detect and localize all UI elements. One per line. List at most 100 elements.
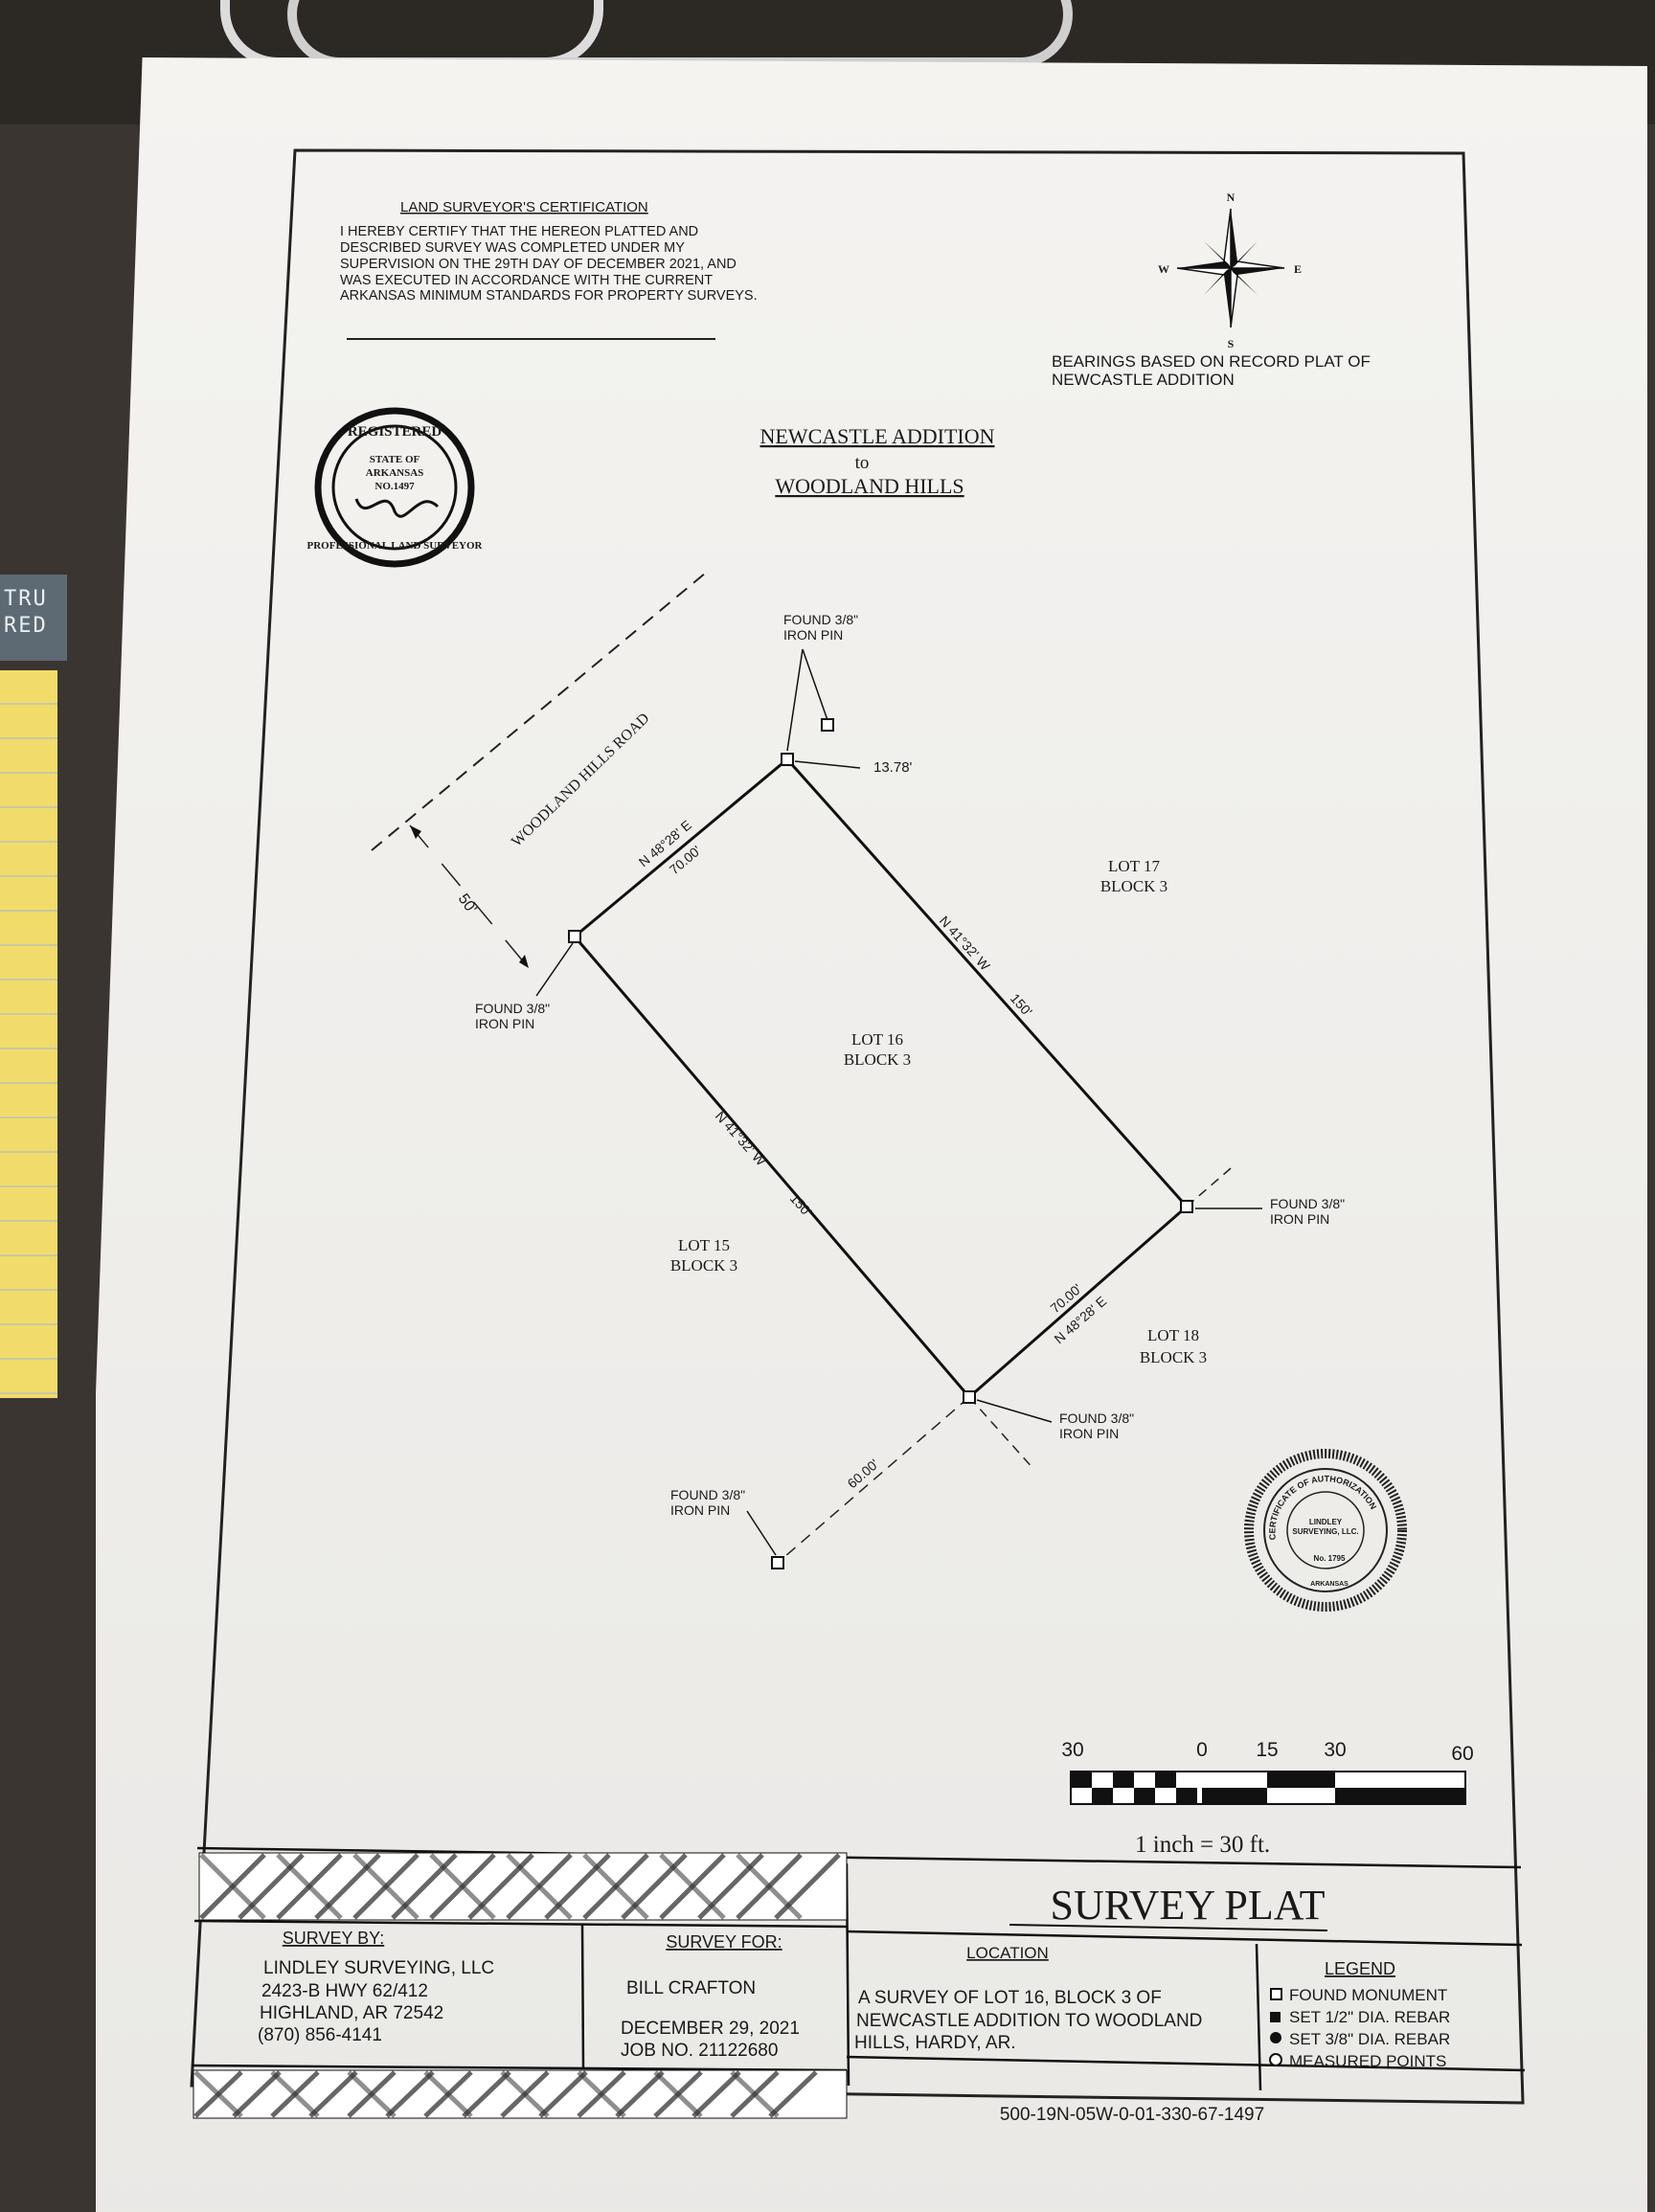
location-line: NEWCASTLE ADDITION TO WOODLAND	[856, 2011, 1202, 2031]
seal-signature	[354, 498, 440, 518]
tie-line	[777, 1396, 970, 1564]
certification-line: WAS EXECUTED IN ACCORDANCE WITH THE CURR…	[340, 273, 713, 288]
set-rebar-3-8-icon	[1270, 2032, 1281, 2043]
seal-text: STATE OF	[370, 454, 420, 465]
survey-plat-title: SURVEY PLAT	[1051, 1882, 1326, 1929]
survey-by-heading: SURVEY BY:	[283, 1929, 384, 1948]
seal-name: LINDLEY	[1309, 1518, 1343, 1526]
seal-name: SURVEYING, LLC.	[1292, 1527, 1358, 1536]
lot17-label: BLOCK 3	[1100, 877, 1168, 895]
lower-pin-callout: FOUND 3/8" IRON PIN	[670, 1487, 777, 1556]
hatch-band	[193, 2069, 848, 2119]
compass-w: W	[1158, 262, 1169, 276]
plat-title-line2: to	[855, 453, 870, 473]
client-name: BILL CRAFTON	[626, 1978, 756, 1998]
lot16-label: BLOCK 3	[844, 1050, 911, 1069]
front-distance: 70.00'	[667, 843, 704, 878]
lot16-label: LOT 16	[851, 1030, 903, 1049]
pin-label: IRON PIN	[670, 1502, 730, 1518]
certification-line: ARKANSAS MINIMUM STANDARDS FOR PROPERTY …	[340, 288, 758, 304]
left-distance: 150'	[787, 1190, 815, 1219]
job-number: JOB NO. 21122680	[621, 2041, 778, 2061]
pin-label: FOUND 3/8"	[670, 1487, 745, 1502]
legend-item: MEASURED POINTS	[1289, 2052, 1446, 2070]
pin-label: IRON PIN	[783, 627, 843, 643]
lot17-label: LOT 17	[1108, 857, 1160, 875]
survey-by-line: (870) 856-4141	[258, 2025, 382, 2045]
road-name: WOODLAND HILLS ROAD	[509, 711, 653, 850]
lot15-label: LOT 15	[678, 1236, 730, 1254]
parcel-number: 500-19N-05W-0-01-330-67-1497	[1000, 2105, 1264, 2125]
left-pin-callout: FOUND 3/8" IRON PIN	[475, 942, 574, 1031]
measured-point-icon	[1269, 2053, 1282, 2066]
location-line: HILLS, HARDY, AR.	[854, 2033, 1016, 2053]
right-pin-callout: FOUND 3/8" IRON PIN	[1195, 1196, 1345, 1227]
graphic-scale-bar: 30 0 15 30 60 1 inch = 30 ft.	[1061, 1739, 1473, 1858]
pin-offset-label: 13.78'	[873, 759, 913, 776]
legend-item: SET 1/2" DIA. REBAR	[1289, 2008, 1450, 2026]
survey-date: DECEMBER 29, 2021	[621, 2019, 800, 2039]
seal-text: NO.1497	[374, 481, 415, 492]
found-monument-icon	[1180, 1200, 1193, 1213]
legend-item: SET 3/8" DIA. REBAR	[1289, 2030, 1450, 2048]
seal-top-text: REGISTERED	[348, 424, 442, 440]
survey-for-heading: SURVEY FOR:	[666, 1932, 782, 1952]
yellow-notepad	[0, 670, 57, 1398]
set-rebar-half-icon	[1270, 2012, 1281, 2022]
scale-label: 15	[1256, 1739, 1278, 1761]
found-monument-icon	[963, 1390, 976, 1404]
location-line: A SURVEY OF LOT 16, BLOCK 3 OF	[858, 1988, 1162, 2008]
tag-line: RED	[4, 614, 48, 638]
legend-heading: LEGEND	[1325, 1959, 1395, 1978]
right-bearing: N 41°32' W	[937, 913, 994, 974]
left-bearing: N 41°32' W	[713, 1108, 770, 1169]
found-monument-icon	[821, 718, 834, 732]
paper-sheet	[96, 57, 1647, 2212]
found-monument-icon	[1270, 1988, 1282, 2000]
pin-label: FOUND 3/8"	[1059, 1411, 1134, 1426]
pin-label: FOUND 3/8"	[475, 1001, 550, 1016]
legend-item: FOUND MONUMENT	[1289, 1986, 1447, 2004]
north-arrow-compass-icon: N S E W	[1158, 191, 1302, 350]
found-monument-icon	[781, 753, 794, 766]
surveyor-certification: LAND SURVEYOR'S CERTIFICATION I HEREBY C…	[340, 199, 758, 340]
seal-state: ARKANSAS	[1310, 1581, 1349, 1588]
pin-label: IRON PIN	[1059, 1426, 1119, 1441]
title-block: SURVEY PLAT SURVEY BY: LINDLEY SURVEYING…	[191, 1846, 1526, 2125]
found-monument-icon	[568, 930, 581, 943]
survey-by-line: LINDLEY SURVEYING, LLC	[263, 1958, 494, 1978]
tag-line: TRU	[4, 587, 48, 611]
pin-label: FOUND 3/8"	[1270, 1196, 1345, 1211]
lot18-label: LOT 18	[1147, 1326, 1199, 1344]
tie-distance: 60.00'	[844, 1456, 881, 1491]
pin-label: FOUND 3/8"	[783, 612, 858, 627]
plat-title-line3: WOODLAND HILLS	[775, 474, 964, 498]
bottom-pin-callout: FOUND 3/8" IRON PIN	[976, 1399, 1134, 1441]
bearings-note: BEARINGS BASED ON RECORD PLAT OF	[1052, 352, 1371, 371]
top-pin-callout: FOUND 3/8" IRON PIN 13.78'	[783, 612, 913, 776]
bearings-note: NEWCASTLE ADDITION	[1052, 371, 1235, 389]
compass-e: E	[1294, 262, 1302, 276]
road-right-of-way-line	[371, 572, 707, 851]
scale-label: 60	[1451, 1743, 1473, 1765]
company-seal-stamp: CERTIFICATE OF AUTHORIZATION LINDLEY SUR…	[1244, 1449, 1407, 1612]
road-width-label: 50'	[455, 892, 480, 917]
lot15-label: BLOCK 3	[670, 1256, 737, 1275]
right-distance: 150'	[1008, 990, 1035, 1019]
surveyor-seal-stamp: REGISTERED STATE OF ARKANSAS NO.1497 PRO…	[307, 407, 484, 568]
scale-label: 0	[1196, 1739, 1208, 1761]
scale-label: 30	[1061, 1739, 1083, 1761]
seal-bottom-text: PROFESSIONAL LAND SURVEYOR	[307, 540, 484, 552]
scale-label: 30	[1324, 1739, 1346, 1761]
seal-text: ARKANSAS	[366, 467, 424, 479]
certification-heading: LAND SURVEYOR'S CERTIFICATION	[400, 199, 648, 215]
location-heading: LOCATION	[966, 1944, 1049, 1962]
pin-label: IRON PIN	[475, 1016, 534, 1031]
certification-line: DESCRIBED SURVEY WAS COMPLETED UNDER MY	[340, 240, 685, 256]
certification-line: SUPERVISION ON THE 29TH DAY OF DECEMBER …	[340, 257, 737, 272]
background-tag: TRU RED	[0, 575, 67, 661]
survey-by-line: HIGHLAND, AR 72542	[260, 2003, 443, 2023]
road-width-dimension	[409, 824, 530, 969]
found-monument-icon	[771, 1556, 784, 1569]
